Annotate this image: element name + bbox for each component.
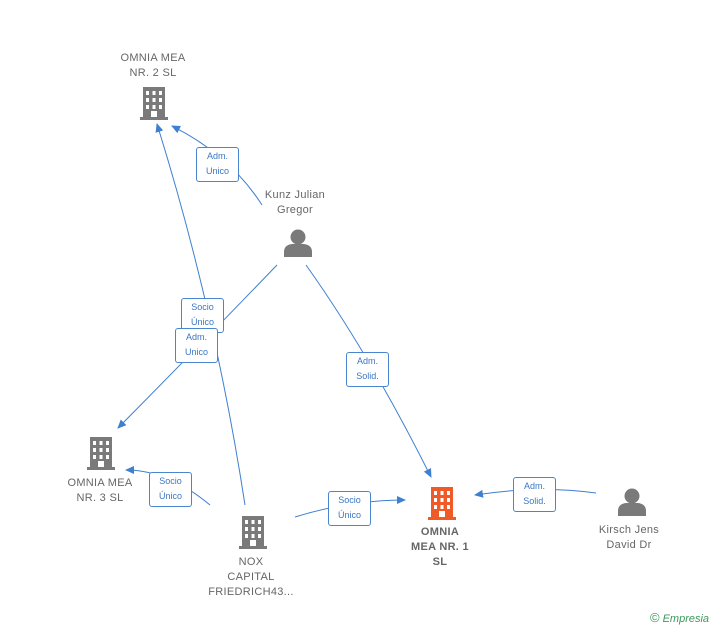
building-icon[interactable] — [87, 437, 115, 470]
brand-logo: ©Empresia — [650, 610, 709, 625]
edge-label-socio-unico[interactable]: Socio Único — [328, 491, 371, 526]
node-label-omnia-mea-nr-1[interactable]: OMNIA MEA NR. 1 SL — [411, 526, 469, 568]
building-icon[interactable] — [239, 516, 267, 549]
edge-label-adm-solid[interactable]: Adm. Solid. — [346, 352, 389, 387]
node-label-omnia-mea-nr-2[interactable]: OMNIA MEA NR. 2 SL — [120, 52, 186, 79]
node-label-omnia-mea-nr-3[interactable]: OMNIA MEA NR. 3 SL — [67, 477, 133, 504]
node-label-kirsch-jens-david[interactable]: Kirsch Jens David Dr — [598, 524, 660, 551]
person-icon[interactable] — [618, 488, 646, 517]
edge-label-socio-unico[interactable]: Socio Único — [149, 472, 192, 507]
building-icon-main[interactable] — [428, 487, 456, 520]
node-label-nox-capital[interactable]: NOX CAPITAL FRIEDRICH43... — [208, 556, 294, 598]
copyright-icon: © — [650, 610, 660, 625]
node-label-kunz-julian-gregor[interactable]: Kunz Julian Gregor — [264, 189, 326, 216]
edge-label-adm-solid[interactable]: Adm. Solid. — [513, 477, 556, 512]
edge-label-adm-unico[interactable]: Adm. Unico — [196, 147, 239, 182]
building-icon[interactable] — [140, 87, 168, 120]
edge-label-adm-unico[interactable]: Adm. Unico — [175, 328, 218, 363]
brand-name: Empresia — [662, 613, 710, 625]
person-icon[interactable] — [284, 229, 312, 258]
